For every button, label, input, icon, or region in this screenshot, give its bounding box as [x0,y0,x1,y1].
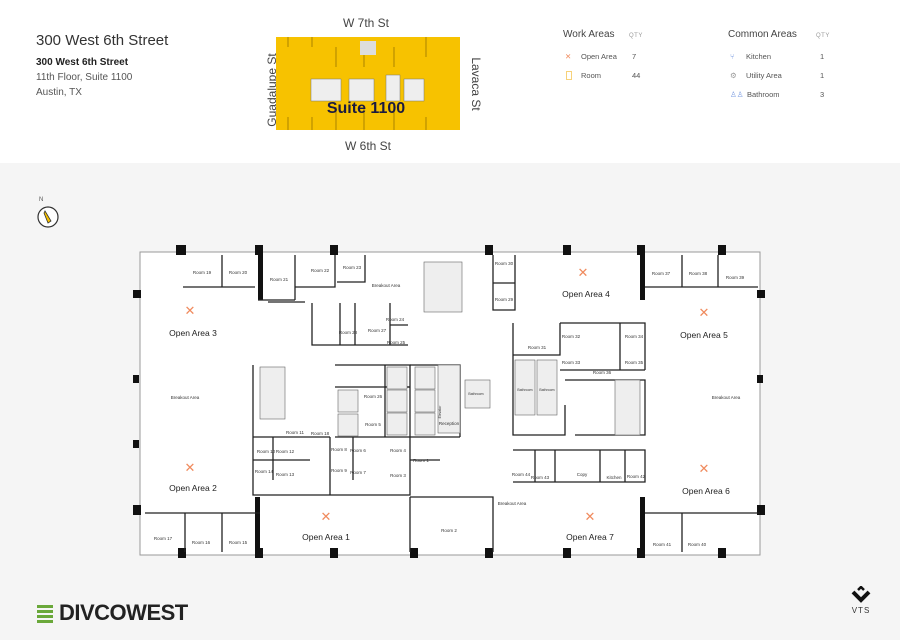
room-28[interactable]: Room 28 [339,330,358,335]
open-area-icon: ✕ [321,509,332,524]
room-6[interactable]: Room 6 [350,448,366,453]
room-4[interactable]: Room 4 [390,448,406,453]
street-north: W 7th St [343,16,390,30]
room-5[interactable]: Room 5 [365,422,381,427]
room-7[interactable]: Room 7 [350,470,366,475]
room-23[interactable]: Room 23 [343,265,362,270]
room-34[interactable]: Room 34 [625,334,644,339]
room-10[interactable]: Room 10 [257,449,276,454]
room-25[interactable]: Room 25 [387,340,406,345]
room-icon [566,71,572,80]
open-area-7[interactable]: Open Area 7 [566,532,614,542]
room-22[interactable]: Room 22 [311,268,330,273]
room-32[interactable]: Room 32 [562,334,581,339]
room-26[interactable]: Room 26 [364,394,383,399]
room-18[interactable]: Room 18 [311,431,330,436]
open-area-icon: ✕ [565,52,572,61]
room-38[interactable]: Room 38 [689,271,708,276]
open-area-markers: ✕ ✕ ✕ ✕ ✕ ✕ ✕ [185,265,710,524]
open-area-6[interactable]: Open Area 6 [682,486,730,496]
room-39[interactable]: Room 39 [726,275,745,280]
svg-text:N: N [39,197,43,203]
room-13[interactable]: Room 13 [276,472,295,477]
breakout-area[interactable]: Breakout Area [712,395,741,400]
room-17[interactable]: Room 17 [154,536,173,541]
room-36[interactable]: Room 36 [593,370,612,375]
room-8[interactable]: Room 8 [331,447,347,452]
room-37[interactable]: Room 37 [652,271,671,276]
common-areas-title: Common Areas [728,29,797,40]
page-title: 300 West 6th Street [36,32,169,49]
room-2[interactable]: Room 2 [441,528,457,533]
suite-label: Suite 1100 [327,100,405,117]
room-44[interactable]: Room 44 [512,472,531,477]
reception[interactable]: Reception [439,421,460,426]
utility-gear-icon: ⚙ [730,71,737,80]
room-40[interactable]: Room 40 [688,542,707,547]
open-area-4[interactable]: Open Area 4 [562,289,610,299]
room-3[interactable]: Room 3 [390,473,406,478]
breakout-area[interactable]: Breakout Area [498,501,527,506]
room-16[interactable]: Room 16 [192,540,211,545]
bathroom[interactable]: Bathroom [517,388,532,392]
address-line3: Austin, TX [36,87,82,98]
room-35[interactable]: Room 35 [625,360,644,365]
elevator-label: Elevator [438,405,442,419]
room-15[interactable]: Room 15 [229,540,248,545]
bathroom-icon: ♙♙ [730,90,744,99]
open-area-2[interactable]: Open Area 2 [169,483,217,493]
room-12[interactable]: Room 12 [276,449,295,454]
room-43[interactable]: Room 43 [531,475,550,480]
open-area-icon: ✕ [185,303,196,318]
open-area-icon: ✕ [585,509,596,524]
address-line1: 300 West 6th Street [36,57,129,68]
room-30[interactable]: Room 30 [495,261,514,266]
room-21[interactable]: Room 21 [270,277,289,282]
room-19[interactable]: Room 19 [193,270,212,275]
work-areas-title: Work Areas [563,29,615,40]
room-9[interactable]: Room 9 [331,468,347,473]
room-42[interactable]: Room 42 [627,474,646,479]
keyplan-map: Suite 1100 [276,37,460,130]
open-area-1[interactable]: Open Area 1 [302,532,350,542]
open-area-5[interactable]: Open Area 5 [680,330,728,340]
bathroom[interactable]: Bathroom [468,392,483,396]
copy-room[interactable]: Copy [577,472,588,477]
kitchen-icon: ⑂ [730,52,735,61]
compass-icon: N [37,197,59,228]
open-area-icon: ✕ [699,305,710,320]
room-29[interactable]: Room 29 [495,297,514,302]
divcowest-logo: DIVCOWEST [37,600,188,626]
open-area-3[interactable]: Open Area 3 [169,328,217,338]
common-qty-header: QTY [816,33,830,39]
kitchen[interactable]: Kitchen [606,475,622,480]
open-area-icon: ✕ [185,460,196,475]
open-area-icon: ✕ [578,265,589,280]
room-1[interactable]: Room 1 [413,458,429,463]
street-south: W 6th St [345,139,392,153]
vts-logo: VTS [846,585,876,615]
breakout-area[interactable]: Breakout Area [171,395,200,400]
room-31[interactable]: Room 31 [528,345,547,350]
room-24[interactable]: Room 24 [386,317,405,322]
room-41[interactable]: Room 41 [653,542,672,547]
bathroom[interactable]: Bathroom [539,388,554,392]
work-qty-header: QTY [629,33,643,39]
room-11[interactable]: Room 11 [286,430,304,435]
room-27[interactable]: Room 27 [368,328,387,333]
room-33[interactable]: Room 33 [562,360,581,365]
room-20[interactable]: Room 20 [229,270,248,275]
room-14[interactable]: Room 14 [255,469,274,474]
open-area-icon: ✕ [699,461,710,476]
address-line2: 11th Floor, Suite 1100 [36,72,133,83]
breakout-area[interactable]: Breakout Area [372,283,401,288]
